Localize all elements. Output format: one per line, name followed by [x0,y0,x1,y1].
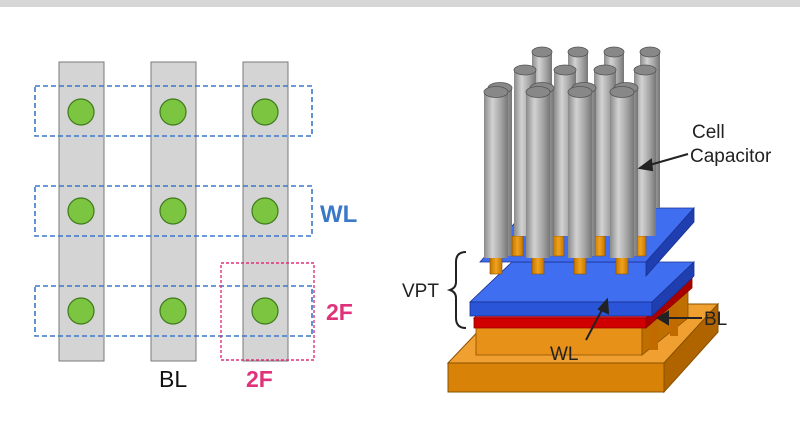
wordline-box-3 [34,285,313,337]
contact-dot [159,197,187,225]
wordline-boxes [34,85,313,337]
unit-cell-2f-box [220,262,315,361]
structure-3d: Cell Capacitor VPT WL BL [402,46,772,394]
top-bar [0,0,800,7]
bl-3d-label: BL [704,309,727,330]
contact-dot [251,197,279,225]
contact-dot [251,297,279,325]
vpt-brace [446,251,467,329]
contact-dot [67,297,95,325]
wl-plan-label: WL [320,201,357,228]
contact-dot [67,98,95,126]
contact-dot [159,98,187,126]
contact-dot [251,98,279,126]
plan-view: WL BL 2F 2F [34,61,357,392]
contact-dots [67,98,279,325]
cell-capacitor-label-line2: Capacitor [690,146,772,167]
substrate-side [663,302,719,394]
substrate-front [447,362,665,393]
capacitor-row-1 [483,86,635,258]
contact-dot [67,197,95,225]
pointer-arrows [585,153,702,341]
capacitor-arrow [645,153,689,167]
wl-3d-label: WL [550,344,579,365]
pitch-horizontal-label: 2F [246,366,273,392]
vpt-label: VPT [402,281,439,302]
contact-dot [159,297,187,325]
pitch-vertical-label: 2F [326,299,353,325]
wl-arrow [585,305,605,341]
wordline-box-2 [34,185,313,237]
cell-capacitor-label-line1: Cell [692,122,725,143]
bl-plan-label: BL [159,366,187,392]
wordline-box-1 [34,85,313,137]
